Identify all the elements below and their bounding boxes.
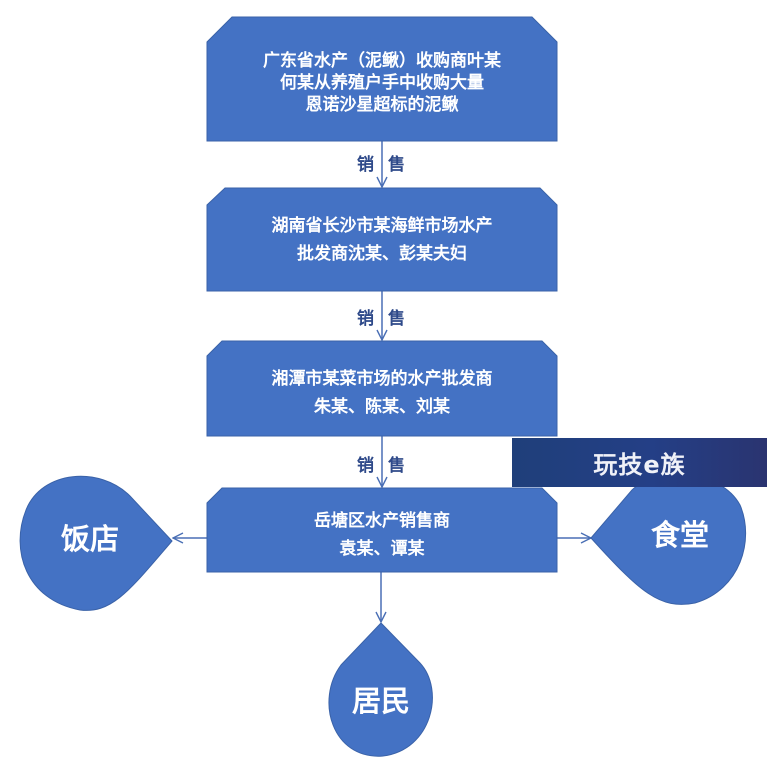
edge-label-char: 销 — [357, 155, 374, 175]
node-line: 何某从养殖户手中收购大量 — [280, 73, 484, 93]
edge-label-char: 售 — [388, 309, 405, 329]
node-changsha-wholesaler-shape — [206, 187, 558, 292]
node-line: 湘潭市某菜市场的水产批发商 — [271, 369, 493, 389]
node-xiangtan-wholesaler: 湘潭市某菜市场的水产批发商 朱某、陈某、刘某 — [207, 360, 557, 426]
endpoint-restaurant-shape — [19, 475, 173, 611]
node-xiangtan-wholesaler-shape — [206, 340, 558, 437]
node-line: 批发商沈某、彭某夫妇 — [297, 244, 467, 264]
edge-label-char: 售 — [388, 456, 405, 476]
node-line: 袁某、谭某 — [339, 539, 425, 559]
edge-label-char: 售 — [388, 155, 405, 175]
node-line: 岳塘区水产销售商 — [314, 511, 450, 531]
node-guangdong-buyer: 广东省水产（泥鳅）收购商叶某 何某从养殖户手中收购大量 恩诺沙星超标的泥鳅 — [207, 38, 557, 128]
watermark-banner: 玩技e族 — [512, 438, 767, 487]
endpoint-canteen: 食堂 — [650, 518, 709, 552]
edge-label-char: 销 — [357, 309, 374, 329]
endpoint-residents: 居民 — [351, 684, 410, 718]
edge-label-sale-3: 销售 — [357, 456, 405, 476]
node-line: 朱某、陈某、刘某 — [314, 397, 450, 417]
endpoint-residents-shape — [328, 622, 433, 757]
node-line: 广东省水产（泥鳅）收购商叶某 — [263, 51, 501, 71]
watermark-text: 玩技e族 — [593, 451, 686, 479]
node-yuetang-seller-shape — [206, 487, 558, 573]
node-changsha-wholesaler: 湖南省长沙市某海鲜市场水产 批发商沈某、彭某夫妇 — [207, 205, 557, 275]
endpoint-restaurant: 饭店 — [60, 522, 119, 556]
edge-label-sale-2: 销售 — [357, 309, 405, 329]
edge-label-char: 销 — [357, 456, 374, 476]
node-line: 恩诺沙星超标的泥鳅 — [305, 95, 459, 115]
node-guangdong-buyer-shape — [206, 16, 558, 142]
edge-label-sale-1: 销售 — [357, 155, 405, 175]
node-line: 湖南省长沙市某海鲜市场水产 — [271, 216, 493, 236]
node-yuetang-seller: 岳塘区水产销售商 袁某、谭某 — [207, 502, 557, 568]
